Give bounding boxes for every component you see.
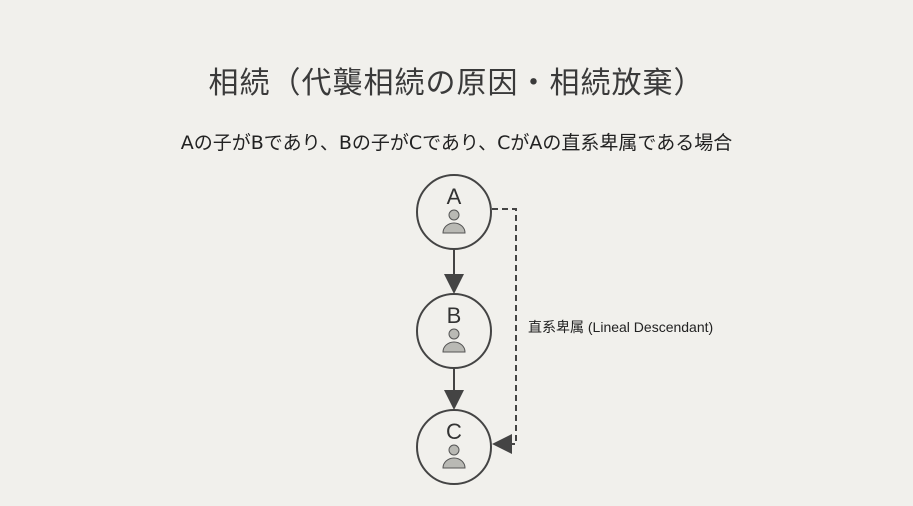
person-icon	[442, 209, 466, 234]
node-a: A	[416, 174, 492, 250]
node-b: B	[416, 293, 492, 369]
page-title: 相続（代襲相続の原因・相続放棄）	[208, 66, 705, 101]
node-b-label: B	[447, 303, 462, 328]
person-icon	[442, 328, 466, 353]
node-c-label: C	[446, 419, 462, 444]
subtitle: Aの子がBであり、Bの子がCであり、CがAの直系卑属である場合	[180, 132, 733, 154]
person-icon	[442, 444, 466, 469]
lineal-descendant-label: 直系卑属 (Lineal Descendant)	[528, 319, 714, 335]
node-c: C	[416, 409, 492, 485]
node-a-label: A	[447, 184, 462, 209]
dashed-lineal-arrow	[492, 208, 517, 454]
